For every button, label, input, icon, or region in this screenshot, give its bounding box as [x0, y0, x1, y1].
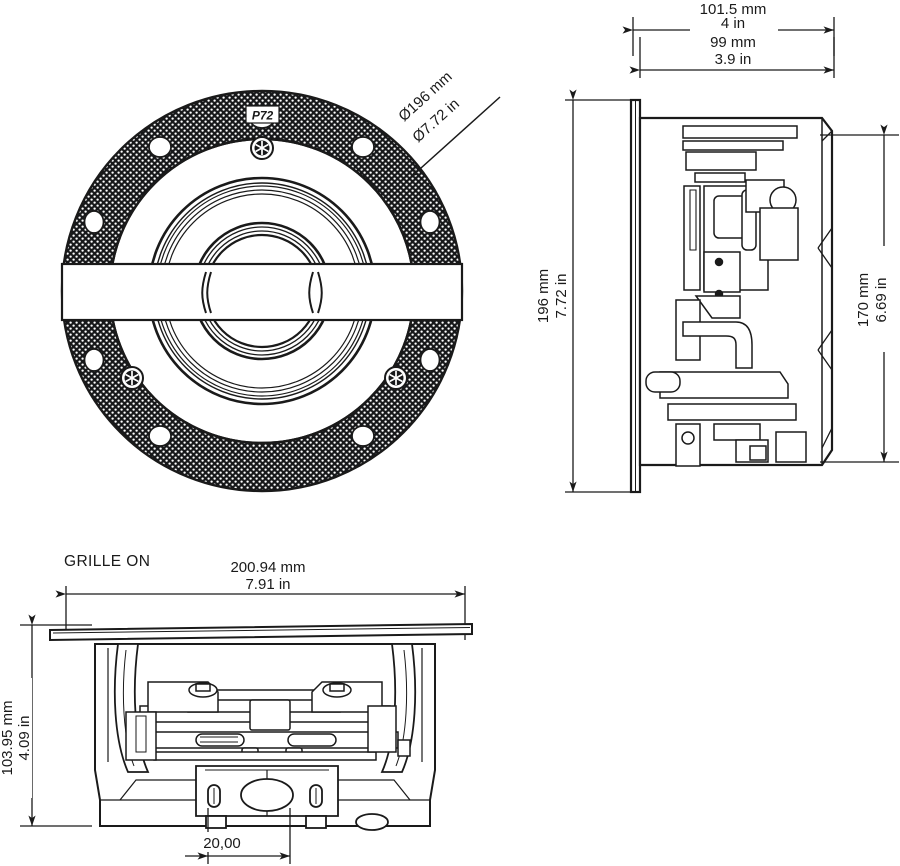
grille-mounting-holes [83, 109, 441, 447]
bottom-internal-chassis [125, 681, 411, 761]
screw-head-group [120, 136, 408, 390]
brand-logo-text: P72 [252, 109, 274, 123]
brand-logo: P72 [245, 105, 280, 124]
dim-bottom-width: 200.94 mm 7.91 in [55, 558, 466, 640]
dim-bottom-detail-value: 20,00 [203, 835, 241, 852]
dim-side-height-right: 170 mm 6.69 in [820, 124, 899, 463]
front-view: P72 Ø196 mm Ø7.72 in [55, 68, 501, 499]
terminal-block [195, 765, 389, 831]
screw-head-bottom-left [120, 366, 144, 390]
dim-top-inner: 99 mm 3.9 in [629, 34, 835, 78]
dim-top-outer: 101.5 mm 4 in [622, 1, 835, 56]
grille-plate-profile [49, 622, 473, 642]
grille-on-label: GRILLE ON [64, 553, 150, 570]
dim-top-outer-mm: 101.5 mm [700, 1, 767, 18]
dim-bottom-height: 103.95 mm 4.09 in [0, 614, 92, 827]
dim-bottom-height-in: 4.09 in [16, 715, 33, 760]
dim-top-inner-mm: 99 mm [710, 34, 756, 51]
dim-side-left-mm: 196 mm [535, 269, 552, 323]
dim-bottom-height-mm: 103.95 mm [0, 700, 16, 775]
dim-side-right-in: 6.69 in [873, 277, 890, 322]
grille-support-bar [60, 262, 464, 322]
bottom-section-view: GRILLE ON 200.94 mm 7.91 in [0, 553, 473, 864]
dim-bottom-width-mm: 200.94 mm [230, 559, 305, 576]
dim-bottom-detail: 20,00 [185, 808, 291, 864]
side-section-view: 101.5 mm 4 in 99 mm 3.9 in 196 mm 7.72 i… [535, 1, 899, 494]
dim-top-inner-in: 3.9 in [715, 51, 752, 68]
screw-head-top [250, 136, 274, 160]
internal-mechanism [645, 125, 807, 467]
dim-bottom-width-in: 7.91 in [245, 576, 290, 593]
dim-top-outer-in: 4 in [721, 15, 745, 32]
dim-side-left-in: 7.72 in [553, 273, 570, 318]
ceiling-flange [629, 98, 642, 494]
dim-side-right-mm: 170 mm [855, 273, 872, 327]
screw-head-bottom-right [384, 366, 408, 390]
dim-side-height-left: 196 mm 7.72 in [535, 89, 636, 493]
